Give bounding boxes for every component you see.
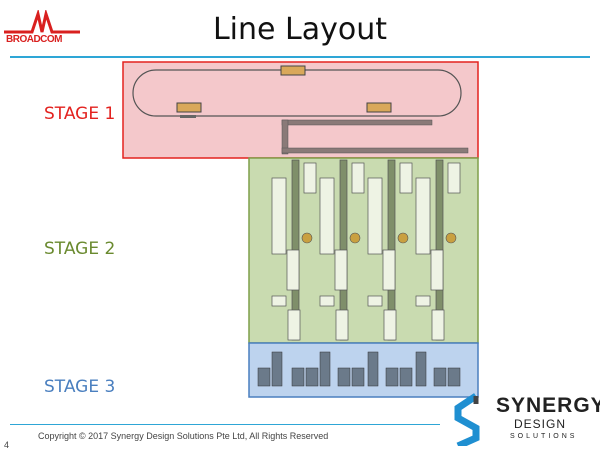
output-stations (257, 351, 461, 387)
robot-stations (301, 232, 457, 244)
footer-divider (10, 424, 440, 425)
feeder-drop (281, 119, 289, 155)
brand-name: SYNERGY (496, 394, 600, 417)
page-title: Line Layout (212, 12, 388, 47)
loop-machine-right (366, 102, 392, 113)
broadcom-wave-icon (4, 10, 80, 34)
loop-machine-top (280, 65, 306, 76)
assembly-line-3 (367, 159, 413, 341)
broadcom-logo: BROADCOM (2, 10, 82, 45)
distribution-rail (281, 147, 469, 154)
assembly-line-4 (415, 159, 461, 341)
feeder-rail (281, 119, 433, 126)
synergy-logo: SYNERGY DESIGN SOLUTIONS (446, 390, 600, 448)
page-number: 4 (4, 440, 10, 450)
synergy-s-icon (454, 393, 480, 446)
stage-3-label: STAGE 3 (44, 377, 116, 397)
stage-1-label: STAGE 1 (44, 104, 116, 124)
assembly-line-1 (271, 159, 317, 341)
brand-line2: DESIGN (514, 417, 567, 431)
assembly-line-2 (319, 159, 365, 341)
copyright-text: Copyright © 2017 Synergy Design Solution… (38, 431, 329, 441)
brand-line3: SOLUTIONS (510, 433, 578, 440)
stage-2-label: STAGE 2 (44, 239, 116, 259)
broadcom-wordmark: BROADCOM (6, 34, 63, 45)
title-divider (10, 56, 590, 58)
stage-1-zone (122, 61, 479, 159)
loop-stand (180, 115, 196, 118)
loop-machine-left (176, 102, 202, 113)
